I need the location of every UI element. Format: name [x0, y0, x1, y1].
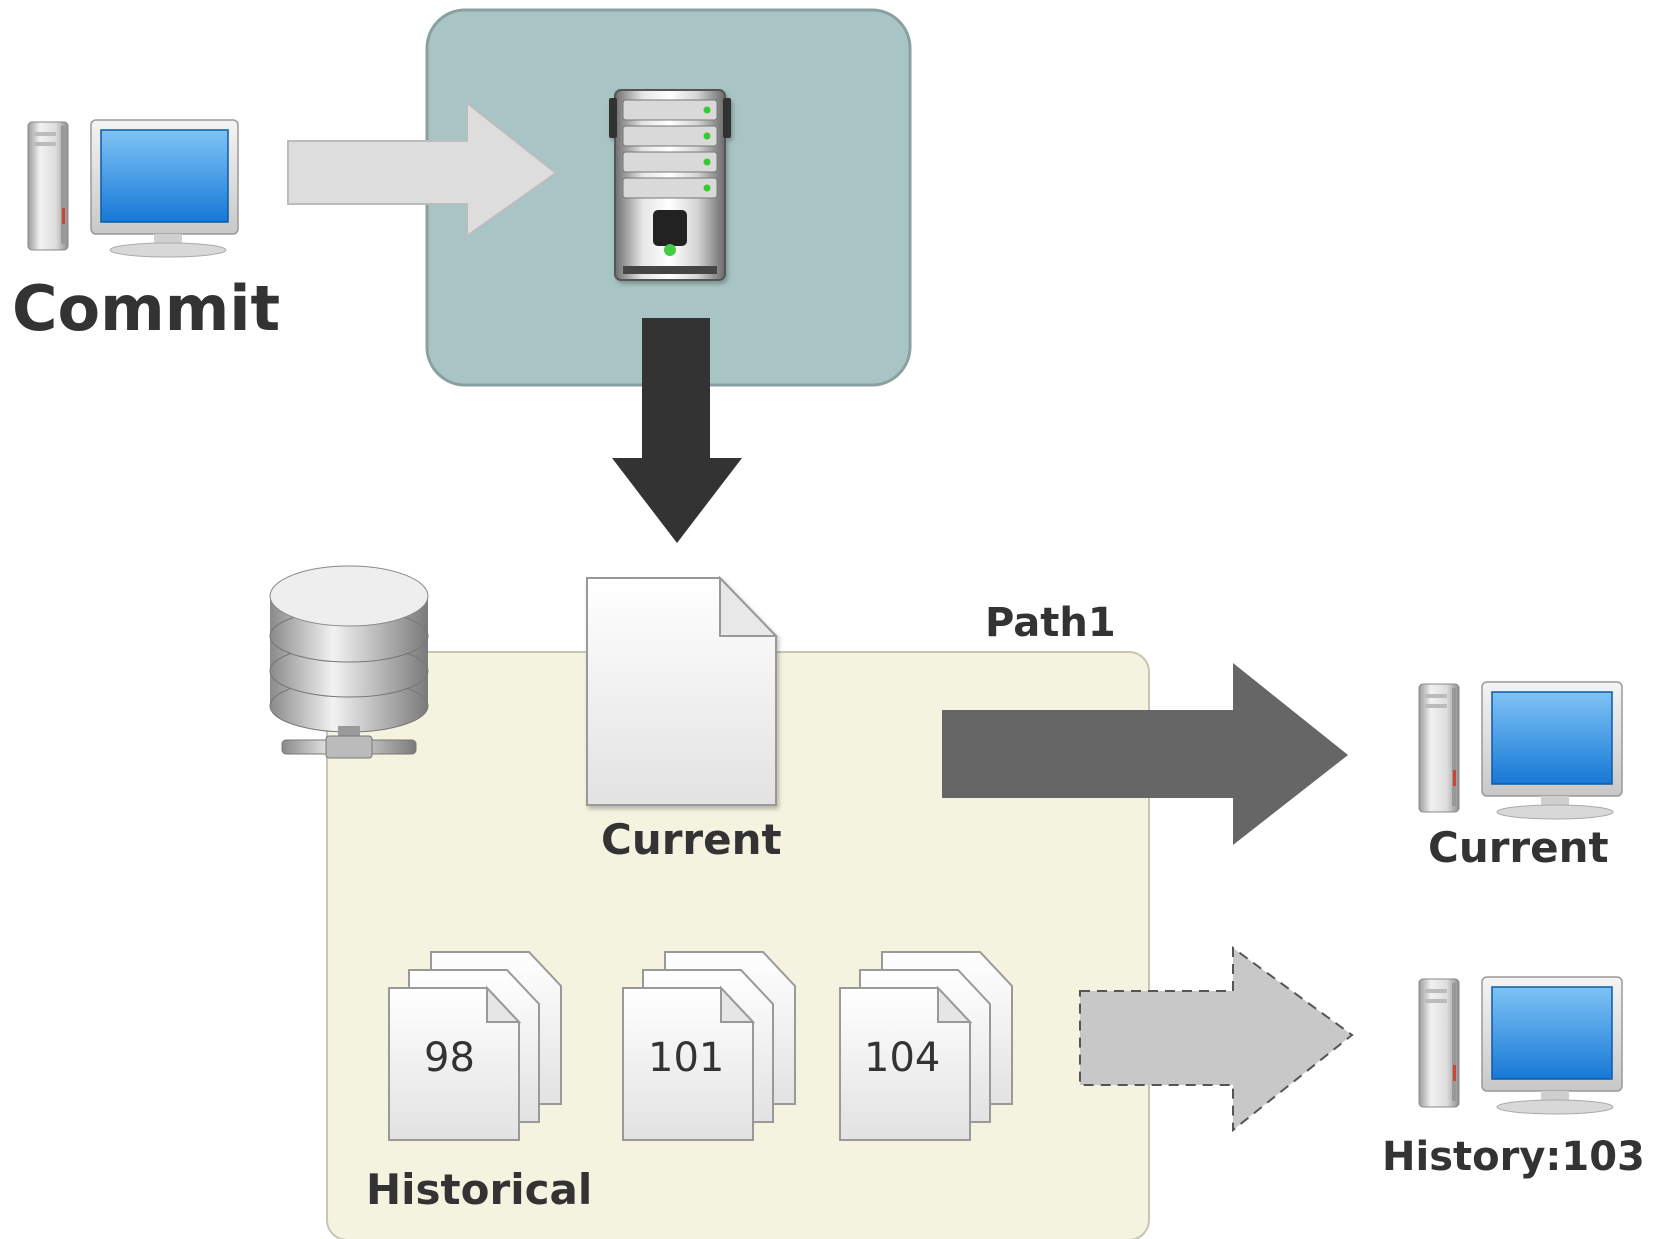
- current-client-computer-icon: [1418, 681, 1623, 820]
- path-label: Path1: [985, 600, 1116, 646]
- version-label-101: 101: [648, 1035, 725, 1081]
- commit-arrow: [287, 100, 558, 238]
- history-client-computer-icon: [1418, 976, 1623, 1115]
- commit-computer-icon: [27, 119, 239, 258]
- client-current-label: Current: [1428, 823, 1609, 872]
- document-stack-icon: [839, 951, 1013, 1141]
- document-stack-icon: [622, 951, 796, 1141]
- current-file-label: Current: [601, 815, 782, 864]
- commit-label: Commit: [12, 272, 281, 345]
- version-label-104: 104: [864, 1035, 941, 1081]
- historical-label: Historical: [366, 1165, 593, 1214]
- version-label-98: 98: [424, 1035, 475, 1081]
- server-icon: [609, 89, 731, 281]
- database-icon: [269, 565, 429, 759]
- current-checkout-arrow: [942, 663, 1348, 845]
- document-stack-icon: [388, 951, 562, 1141]
- store-arrow: [612, 318, 742, 543]
- current-document-icon: [586, 575, 779, 806]
- client-history-label: History:103: [1382, 1134, 1645, 1180]
- history-checkout-arrow: [1079, 946, 1354, 1133]
